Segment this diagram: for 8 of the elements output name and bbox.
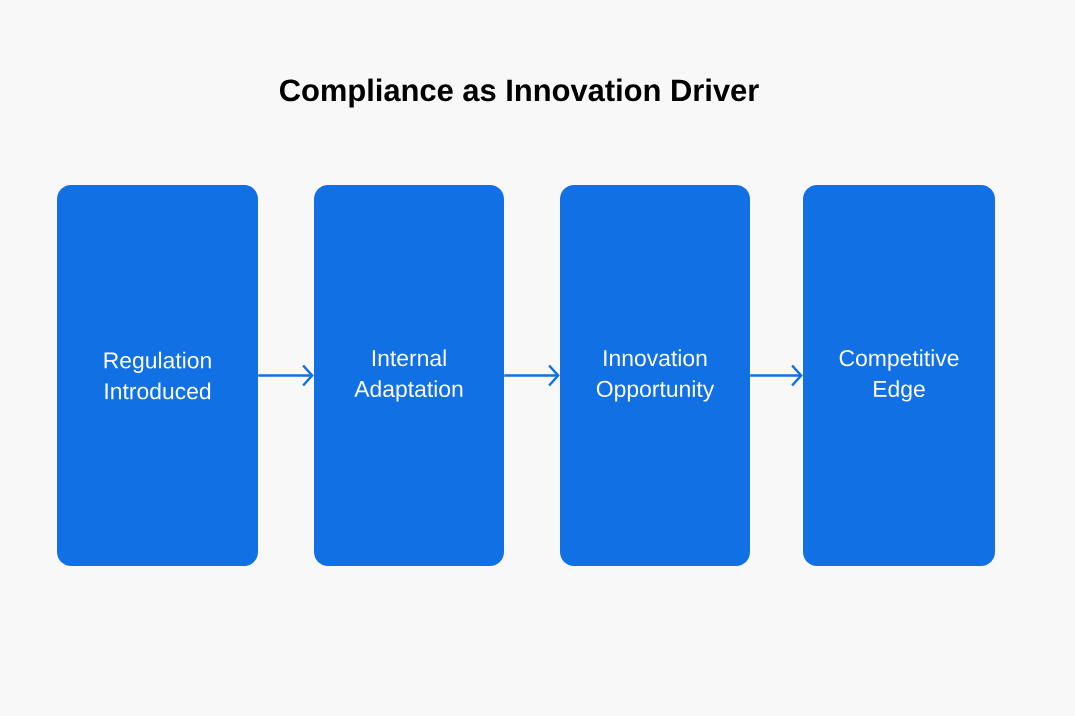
process-box: Internal Adaptation: [314, 185, 504, 566]
arrow: [750, 364, 803, 387]
process-box: Innovation Opportunity: [560, 185, 750, 566]
process-box: Competitive Edge: [803, 185, 995, 566]
arrow: [504, 364, 560, 387]
process-box: Regulation Introduced: [57, 185, 258, 566]
title: Compliance as Innovation Driver: [280, 78, 759, 108]
arrow: [258, 364, 314, 387]
